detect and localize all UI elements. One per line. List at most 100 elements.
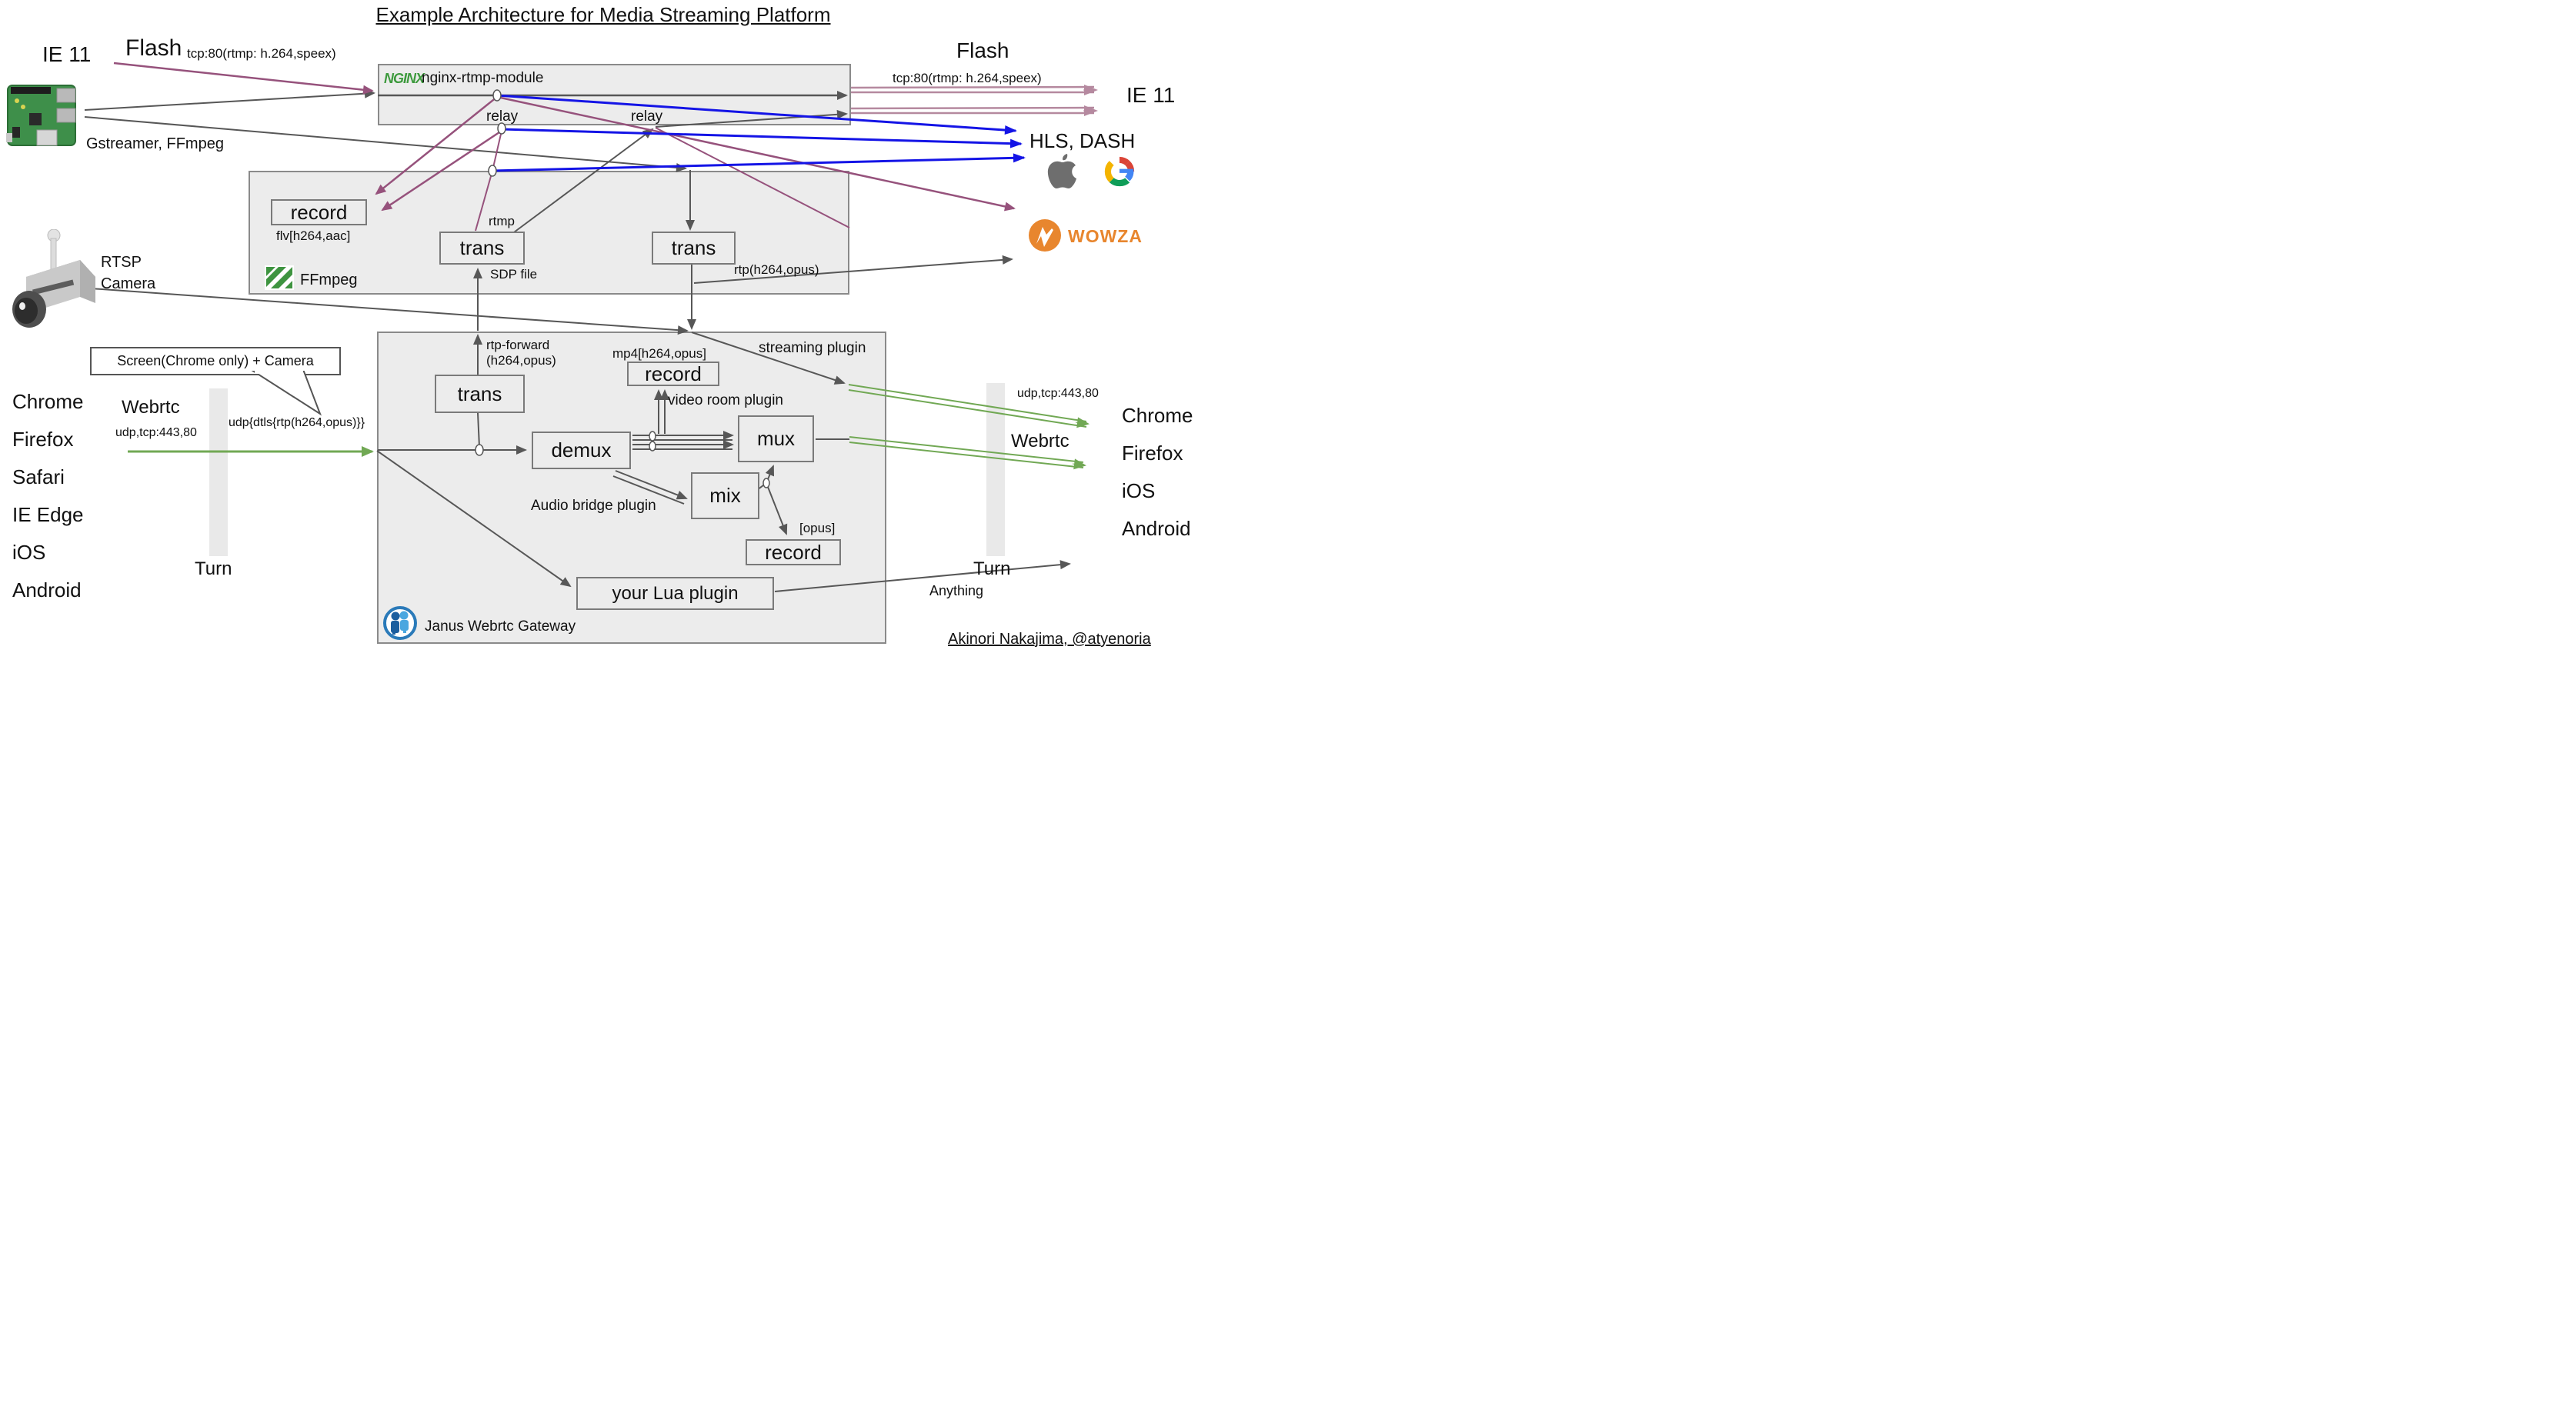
ffmpeg-trans-right-label: trans: [671, 236, 716, 259]
line-streaming-out: [691, 332, 846, 385]
janus-mix-label: mix: [709, 484, 741, 507]
google-icon: [1104, 156, 1135, 187]
ffmpeg-trans-left-label: trans: [459, 236, 505, 259]
junction-mix-out: [762, 478, 770, 488]
line-mix-to-record: [766, 482, 788, 535]
gstreamer-label: Gstreamer, FFmpeg: [86, 135, 224, 152]
ie11-source-label: IE 11: [42, 42, 92, 66]
nginx-logo: NGINX: [384, 71, 425, 86]
right-browser-list: Chrome Firefox iOS Android: [1122, 397, 1193, 548]
rtp-label: rtp(h264,opus): [734, 262, 819, 277]
turn-left-label: Turn: [195, 558, 232, 579]
ffmpeg-name-label: FFmpeg: [300, 272, 358, 288]
line-relay2-down: [655, 127, 850, 228]
line-trans-to-relay2: [513, 128, 654, 233]
flash-dest-label: Flash: [956, 38, 1009, 62]
webrtc-right-label: Webrtc: [1011, 431, 1069, 452]
line-rpi-to-ffmpeg: [84, 116, 687, 172]
ffmpeg-icon: [265, 265, 294, 290]
relay1-label: relay: [486, 108, 519, 125]
flash-protocol-label: tcp:80(rtmp: h.264,speex): [187, 46, 336, 61]
line-camera-to-janus: [79, 287, 689, 335]
line-webrtc-out-2b: [849, 442, 1084, 468]
diagram-title: Example Architecture for Media Streaming…: [375, 3, 831, 26]
janus-trans-node: trans: [435, 375, 525, 413]
diagram-canvas: Example Architecture for Media Streaming…: [0, 0, 1206, 657]
janus-name-label: Janus Webrtc Gateway: [425, 618, 576, 635]
line-nginx-to-record-2: [381, 129, 502, 212]
line-flash-to-nginx: [113, 62, 374, 95]
left-browser-safari: Safari: [12, 465, 65, 488]
right-browser-chrome: Chrome: [1122, 404, 1193, 427]
janus-demux-node: demux: [532, 432, 631, 469]
janus-lua-label: your Lua plugin: [612, 582, 739, 604]
anything-label: Anything: [929, 583, 984, 598]
line-demux-mix-b: [612, 475, 685, 505]
ffmpeg-trans-left-node: trans: [439, 232, 525, 265]
janus-mux-label: mux: [756, 427, 796, 450]
dtls-label: udp{dtls{rtp(h264,opus)}}: [229, 416, 365, 429]
line-demux-mix-a: [615, 470, 688, 500]
webrtc-left-label: Webrtc: [122, 397, 180, 418]
janus-record-audio-node: record: [746, 539, 841, 565]
janus-record-vr-label: record: [645, 362, 702, 385]
rtsp-label-2: Camera: [101, 275, 156, 292]
line-webrtc-out-1a: [848, 384, 1087, 422]
janus-lua-node: your Lua plugin: [576, 577, 774, 610]
udp-right-label: udp,tcp:443,80: [1017, 387, 1099, 400]
ffmpeg-panel: [249, 171, 849, 295]
line-trans-janus-down: [477, 412, 480, 448]
line-webrtc-out-2-arrow: [1072, 458, 1086, 470]
turn-server-left: [209, 388, 228, 556]
janus-record-audio-label: record: [765, 540, 822, 564]
sdp-file-label: SDP file: [490, 267, 538, 282]
junction-nginx-port: [492, 89, 502, 102]
janus-demux-label: demux: [551, 438, 612, 462]
junction-demux-out-2: [649, 441, 656, 452]
right-browser-firefox: Firefox: [1122, 442, 1183, 465]
line-hls-2: [501, 128, 1023, 148]
audio-bridge-plugin-label: Audio bridge plugin: [531, 498, 656, 514]
junction-demux-out-1: [649, 431, 656, 442]
line-rpi-to-nginx: [84, 88, 375, 111]
ffmpeg-record-label: record: [290, 200, 348, 224]
record-format-label: flv[h264,aac]: [276, 228, 351, 243]
udp-left-label: udp,tcp:443,80: [115, 426, 197, 439]
wowza-label: WOWZA: [1068, 226, 1143, 246]
line-rtp-to-wowza: [693, 255, 1013, 284]
left-browser-ios: iOS: [12, 541, 46, 564]
nginx-name-label: nginx-rtmp-module: [422, 70, 544, 86]
screen-camera-bubble: Screen(Chrome only) + Camera: [90, 347, 341, 375]
left-browser-firefox: Firefox: [12, 428, 74, 451]
left-browser-android: Android: [12, 578, 82, 602]
janus-trans-label: trans: [457, 382, 502, 405]
line-webrtc-out-2a: [849, 436, 1084, 463]
raspberry-pi-icon: [6, 85, 76, 146]
janus-mix-node: mix: [691, 472, 759, 519]
flash-dest-protocol-label: tcp:80(rtmp: h.264,speex): [893, 71, 1042, 85]
flash-source-label: Flash: [125, 35, 182, 61]
wowza-icon: [1029, 219, 1061, 252]
line-hls-3: [492, 153, 1026, 172]
ffmpeg-record-node: record: [271, 199, 367, 225]
right-browser-android: Android: [1122, 517, 1191, 540]
janus-gateway-icon: [383, 606, 417, 640]
ffmpeg-trans-right-node: trans: [652, 232, 736, 265]
relay2-label: relay: [631, 108, 663, 125]
janus-record-vr-node: record: [627, 362, 719, 386]
line-flash-out-1a: [850, 85, 1095, 89]
line-input-to-lua: [376, 450, 572, 588]
line-hls-1: [496, 94, 1017, 135]
screen-camera-bubble-label: Screen(Chrome only) + Camera: [117, 353, 314, 368]
right-browser-ios: iOS: [1122, 479, 1156, 502]
rtsp-camera-icon: [12, 229, 95, 328]
line-nginx-to-wowza: [496, 95, 1016, 212]
janus-mux-node: mux: [738, 415, 814, 462]
opus-label: [opus]: [799, 521, 836, 535]
mp4-label: mp4[h264,opus]: [612, 346, 706, 361]
rtsp-label-1: RTSP: [101, 254, 142, 271]
left-browser-ieedge: IE Edge: [12, 503, 84, 526]
line-nginx-to-record-1: [375, 96, 498, 195]
line-webrtc-out-1b: [848, 389, 1087, 428]
streaming-plugin-label: streaming plugin: [759, 340, 866, 356]
